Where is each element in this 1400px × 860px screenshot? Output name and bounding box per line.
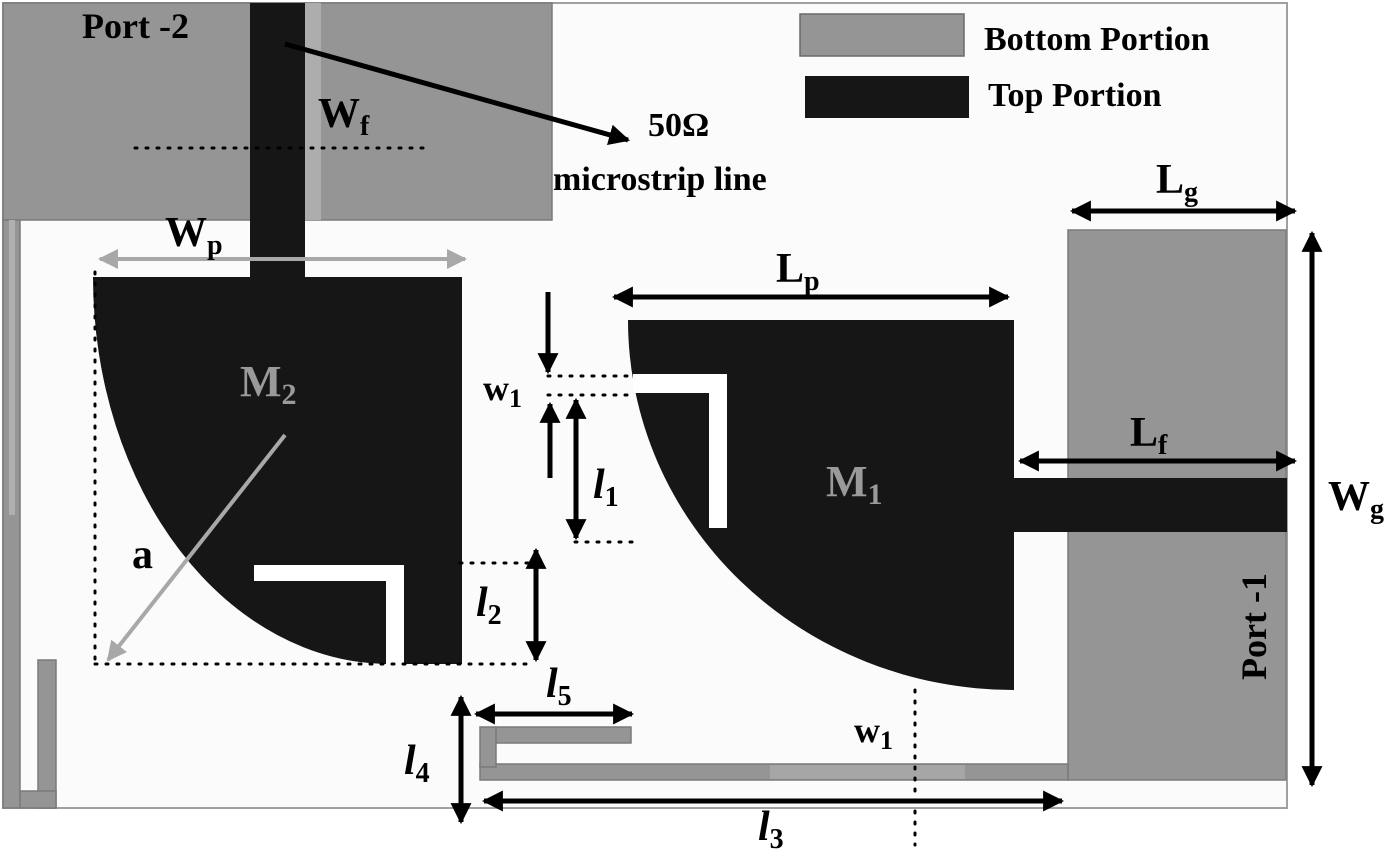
label-w1-bottom: w1 bbox=[854, 710, 893, 755]
ground-left-strip-highlight bbox=[9, 220, 15, 515]
legend-bottom-label: Bottom Portion bbox=[984, 21, 1210, 58]
stub-l4 bbox=[479, 726, 497, 768]
arrow-a bbox=[106, 433, 287, 662]
label-lf: Lf bbox=[1130, 410, 1168, 461]
left-stub-base bbox=[19, 790, 57, 809]
label-l1: l1 bbox=[593, 462, 619, 513]
stub-l3-highlight bbox=[770, 765, 965, 779]
ground-highlight-strip bbox=[305, 3, 321, 220]
slot-m1 bbox=[633, 374, 727, 528]
feed-line-port2 bbox=[250, 3, 305, 278]
label-lp: Lp bbox=[776, 246, 820, 297]
label-a: a bbox=[132, 532, 153, 578]
port2-label: Port -2 bbox=[82, 6, 189, 46]
label-m1: M1 bbox=[826, 457, 883, 511]
label-l2: l2 bbox=[476, 580, 502, 631]
legend-bottom-swatch bbox=[799, 13, 965, 57]
label-w1-top: w1 bbox=[483, 368, 522, 413]
legend-top-swatch bbox=[805, 76, 969, 118]
label-lg: Lg bbox=[1156, 157, 1198, 208]
label-l5: l5 bbox=[546, 661, 572, 712]
label-m2: M2 bbox=[240, 357, 297, 411]
label-l4: l4 bbox=[404, 738, 430, 789]
port1-label: Port -1 bbox=[1234, 573, 1274, 680]
slot-m2 bbox=[254, 565, 404, 664]
microstrip-label: microstrip line bbox=[553, 161, 767, 198]
microstrip-callout-arrow bbox=[284, 41, 631, 146]
feed-line-port1 bbox=[1014, 478, 1287, 532]
guide-lines bbox=[93, 146, 917, 847]
dimension-arrows bbox=[98, 200, 1323, 825]
legend-top-label: Top Portion bbox=[988, 77, 1162, 114]
label-wg: Wg bbox=[1328, 474, 1384, 525]
label-wf: Wf bbox=[318, 91, 370, 142]
left-stub bbox=[37, 659, 57, 809]
legend: Bottom Portion Top Portion bbox=[799, 13, 1210, 118]
impedance-label: 50Ω bbox=[648, 107, 709, 144]
stub-l5 bbox=[495, 726, 632, 744]
label-l3: l3 bbox=[758, 804, 784, 855]
label-wp: Wp bbox=[165, 210, 223, 261]
dimension-labels: Wf Wp Lp Lg Lf Wg w1 w1 l1 l2 l3 l4 l5 a bbox=[132, 91, 1384, 855]
